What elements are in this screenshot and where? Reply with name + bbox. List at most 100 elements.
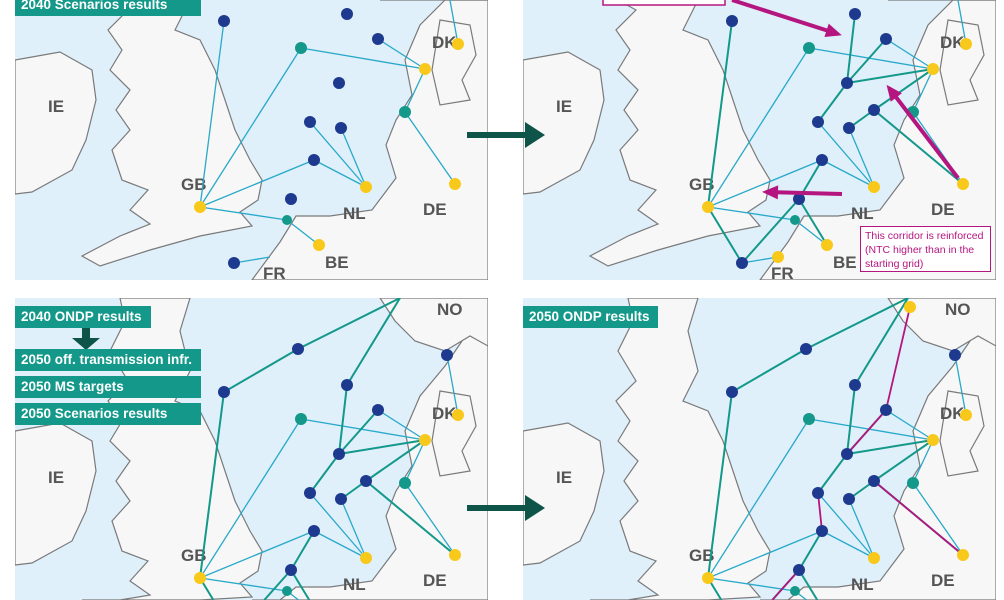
link-light [300, 418, 426, 441]
land-dk [431, 390, 477, 477]
hub-node [335, 493, 347, 505]
country-label-fr: FR [771, 264, 794, 283]
link-dark [199, 391, 225, 579]
annotation-arrow [765, 190, 843, 196]
hub-node [868, 104, 880, 116]
country-node [868, 181, 880, 193]
energy-island-node [907, 477, 919, 489]
country-node [194, 201, 206, 213]
energy-island-node [790, 215, 800, 225]
country-label-nl: NL [851, 204, 874, 223]
hub-node [849, 379, 861, 391]
country-label-de: DE [423, 200, 447, 219]
link-light [377, 38, 426, 70]
link-light [340, 127, 367, 188]
hub-node [372, 404, 384, 416]
hub-node [849, 8, 861, 20]
panel-title-2050-ondp: 2050 ONDP results [523, 306, 658, 328]
energy-island-node [790, 586, 800, 596]
link-dark [741, 198, 800, 264]
link-dark [290, 530, 315, 571]
annotation-arrowhead-icon [824, 23, 842, 38]
hub-node [812, 116, 824, 128]
link-new [846, 409, 887, 455]
country-label-no: NO [437, 300, 463, 319]
country-node [957, 549, 969, 561]
link-dark [873, 109, 964, 185]
country-label-de: DE [931, 571, 955, 590]
country-label-be: BE [833, 253, 857, 272]
link-light [808, 418, 934, 441]
energy-island-node [803, 42, 815, 54]
link-dark [297, 298, 401, 350]
land-gb [82, 298, 263, 600]
country-label-be: BE [325, 253, 349, 272]
hub-node [285, 193, 297, 205]
country-node [449, 549, 461, 561]
country-node [449, 178, 461, 190]
step-2040-ondp: 2040 ONDP results [15, 306, 151, 328]
link-light [821, 159, 875, 188]
down-arrow-icon [72, 338, 100, 350]
country-node [702, 572, 714, 584]
link-light [817, 121, 875, 188]
hub-node [949, 349, 961, 361]
link-dark [873, 68, 934, 111]
link-light [817, 492, 875, 559]
link-light [885, 409, 934, 441]
link-dark [707, 391, 733, 579]
land-dk [431, 19, 477, 106]
hub-node [812, 487, 824, 499]
link-light [404, 68, 426, 113]
energy-island-node [282, 586, 292, 596]
link-light [707, 47, 810, 208]
hub-node [868, 475, 880, 487]
link-light [199, 418, 302, 579]
hub-node [800, 343, 812, 355]
link-light [286, 219, 320, 246]
land-dk [939, 19, 985, 106]
country-node [702, 201, 714, 213]
land-dk [939, 390, 985, 477]
link-light [199, 159, 315, 208]
country-node [960, 38, 972, 50]
country-node [452, 409, 464, 421]
hub-node [880, 404, 892, 416]
link-light [808, 47, 934, 70]
link-light [446, 354, 459, 416]
link-light [449, 0, 459, 45]
link-light [199, 20, 225, 208]
link-light [741, 256, 779, 264]
transition-arrow-icon [525, 495, 545, 521]
link-dark [798, 530, 823, 571]
link-new [771, 569, 800, 600]
link-dark [846, 439, 934, 455]
down-arrow-shaft [82, 328, 90, 340]
link-light [707, 418, 810, 579]
hub-node [841, 77, 853, 89]
corridor-annotation: This corridor is reinforced (NTC higher … [860, 226, 991, 272]
link-dark [731, 348, 807, 393]
country-label-gb: GB [689, 175, 715, 194]
hub-node [333, 448, 345, 460]
country-node [360, 181, 372, 193]
link-dark [873, 439, 934, 482]
step-2050-off-transmission: 2050 off. transmission infr. [15, 349, 201, 371]
country-node [904, 301, 916, 313]
link-light [821, 530, 875, 559]
link-light [912, 68, 934, 113]
link-dark [846, 13, 856, 84]
transition-arrow-icon [525, 122, 545, 148]
link-light [404, 111, 456, 185]
energy-island-node [282, 215, 292, 225]
link-light [300, 47, 426, 70]
country-label-gb: GB [689, 546, 715, 565]
country-label-nl: NL [851, 575, 874, 594]
panel-title-2040-scenarios: 2040 Scenarios results [15, 0, 201, 16]
link-dark [817, 453, 848, 494]
energy-island-node [399, 106, 411, 118]
transition-arrow-shaft [467, 505, 527, 511]
